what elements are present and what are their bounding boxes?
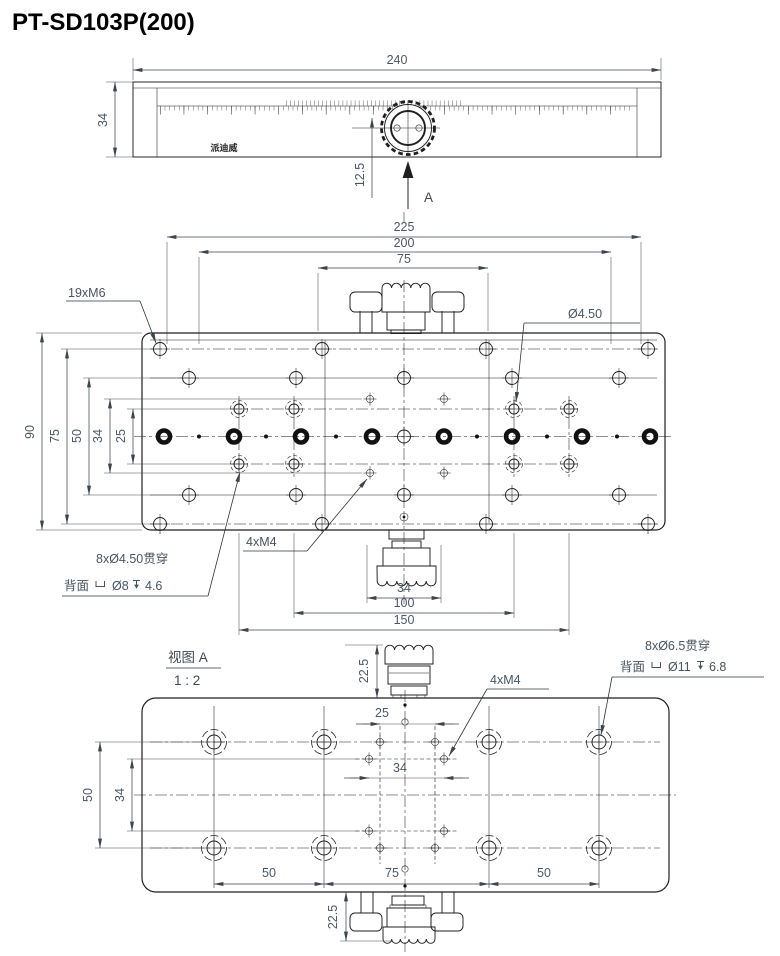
lock-knob-right (430, 912, 464, 932)
label-19xM6: 19xM6 (68, 286, 106, 300)
note-depth: 6.8 (709, 660, 726, 674)
section-arrow-a: A (402, 161, 433, 209)
lock-knob-left (349, 291, 383, 313)
knurled-cap (384, 644, 434, 665)
dim-34-left: 34 (113, 788, 127, 802)
dim-50-left: 50 (81, 788, 95, 802)
note-line1: 8xØ4.50贯穿 (96, 551, 168, 566)
vernier-ticks (286, 100, 462, 106)
dim-50-bottom-left: 50 (262, 866, 276, 880)
dim-75-left: 75 (48, 429, 62, 443)
depth-icon (132, 580, 141, 590)
dim-75-bottom: 75 (385, 866, 399, 880)
label-dia-4_50: Ø4.50 (568, 307, 602, 321)
knurled-cap (376, 565, 437, 587)
note-dia: Ø11 (668, 660, 691, 674)
note-depth: 4.6 (145, 579, 162, 593)
dim-34-bottom: 34 (397, 581, 411, 595)
lock-knob-left (349, 912, 383, 932)
page-title: PT-SD103P(200) (12, 9, 195, 36)
dim-22_5-bottom: 22.5 (326, 905, 340, 929)
counterbore-icon (95, 580, 105, 587)
dim-90: 90 (23, 425, 37, 439)
drive-knob-top (384, 644, 434, 699)
note-line1: 8xØ6.5贯穿 (645, 638, 710, 653)
stage-body-side (132, 81, 662, 158)
dim-200: 200 (394, 236, 415, 250)
dim-100: 100 (394, 596, 415, 610)
dim-12_5: 12.5 (353, 163, 367, 187)
round-knob (352, 100, 440, 156)
brand-logo: 派迪威 (210, 142, 237, 153)
section-label-a: A (424, 190, 433, 205)
dim-50-bottom-right: 50 (537, 866, 551, 880)
dim-75-top: 75 (397, 252, 411, 266)
counterbore-icon (651, 661, 661, 668)
view-a-label: 视图 A 1 : 2 (166, 650, 221, 688)
depth-icon (696, 661, 705, 671)
dim-34-center: 34 (393, 761, 407, 775)
dim-25-left: 25 (114, 429, 128, 443)
top-view: 240 派迪威 34 12.5 (96, 53, 662, 209)
dim-25: 25 (375, 706, 389, 720)
dim-150: 150 (394, 613, 415, 627)
knurled-cap (381, 282, 431, 313)
knurled-cap (382, 926, 436, 944)
drive-knob-assembly-top (349, 282, 465, 334)
base-counterbore-note: 8xØ6.5贯穿 背面 Ø11 6.8 (600, 638, 764, 736)
dim-34-side: 34 (96, 113, 110, 127)
view-a-title: 视图 A (168, 650, 208, 665)
dim-240: 240 (387, 53, 408, 67)
drive-knob-assembly-bottom (376, 529, 437, 587)
note-prefix: 背面 (64, 579, 89, 593)
lock-knob-right (431, 291, 465, 313)
note-prefix: 背面 (620, 660, 645, 674)
plan-view: 225 200 75 (23, 212, 672, 635)
drive-knob-assembly-base (349, 892, 464, 944)
dim-22_5-top: 22.5 (357, 659, 371, 683)
dim-50-left: 50 (70, 429, 84, 443)
note-dia: Ø8 (112, 579, 129, 593)
label-4xM4: 4xM4 (246, 535, 277, 549)
bottom-view: 22.5 25 (81, 638, 764, 952)
dim-34-left: 34 (91, 429, 105, 443)
counterbore-note: 8xØ4.50贯穿 背面 Ø8 4.6 (62, 471, 241, 597)
carriage-screw-row (158, 431, 656, 443)
label-4xM4-bottom: 4xM4 (490, 673, 521, 687)
view-a-scale: 1 : 2 (174, 673, 200, 688)
dim-225: 225 (394, 220, 415, 234)
